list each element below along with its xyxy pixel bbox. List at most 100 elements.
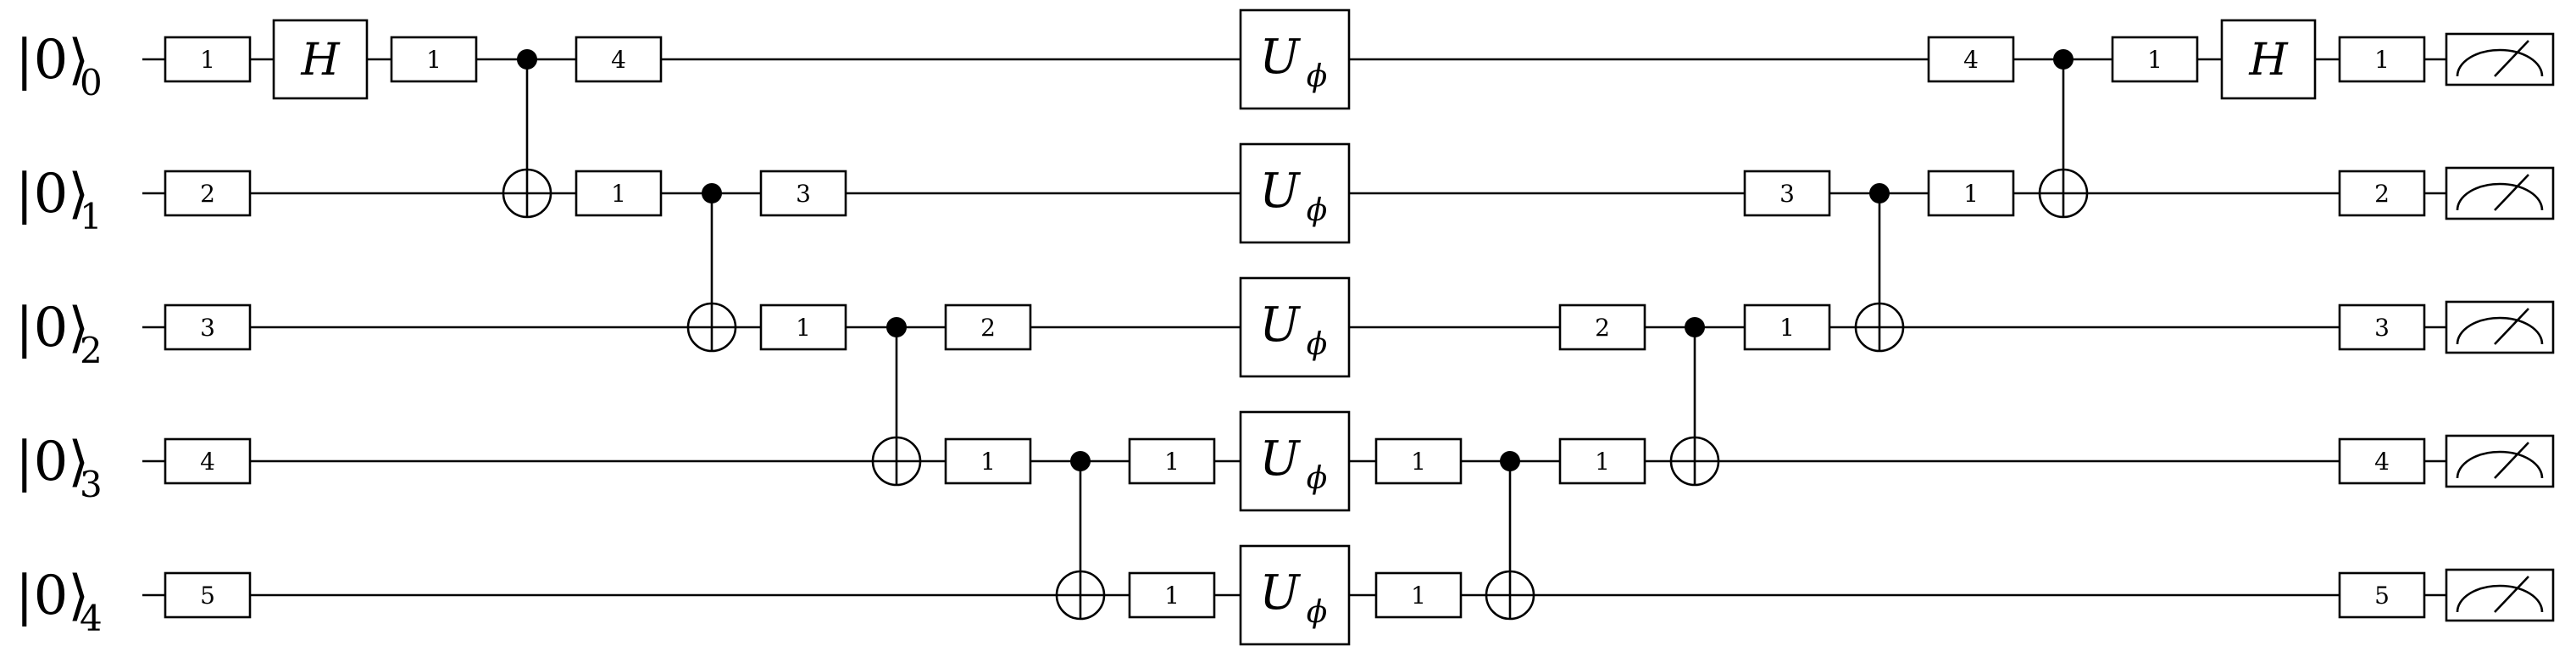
qubit-input-label-4: |0⟩4	[15, 565, 103, 639]
ket-zero: |0⟩	[15, 565, 89, 627]
gate-label: 2	[200, 180, 215, 208]
gate-box	[2338, 36, 2426, 83]
gate-label: 5	[2374, 582, 2390, 610]
meter-box	[2445, 434, 2555, 488]
unitary-label: U	[1259, 432, 1301, 487]
gate-label: 1	[611, 180, 626, 208]
meter-needle	[2494, 442, 2529, 479]
cnot-gate	[2038, 49, 2089, 219]
gate-box	[1743, 304, 1831, 351]
label-gate: 3	[759, 170, 847, 217]
gate-box	[1239, 142, 1351, 244]
ket-index: 1	[80, 196, 103, 237]
gate-box	[1374, 571, 1463, 619]
gate-box	[575, 170, 663, 217]
gate-label: 3	[796, 180, 811, 208]
gate-label: 1	[796, 314, 811, 342]
unitary-label: U	[1259, 565, 1301, 621]
label-gate: 4	[2338, 437, 2426, 485]
measurement-meter-icon	[2445, 434, 2555, 488]
measurement-meter-icon	[2445, 300, 2555, 354]
meter-box	[2445, 32, 2555, 86]
ket-index: 4	[80, 598, 103, 639]
meter-arc	[2456, 584, 2544, 613]
meter-arc	[2456, 48, 2544, 77]
gate-box	[272, 19, 369, 100]
gate-label: 1	[1411, 582, 1426, 610]
cnot-gate	[1854, 183, 1905, 353]
gate-box	[1558, 437, 1646, 485]
gate-box	[1743, 170, 1831, 217]
control-dot	[702, 183, 722, 203]
measurement-meter-icon	[2445, 32, 2555, 86]
ket-index: 3	[80, 464, 103, 505]
gate-label: 4	[2374, 448, 2390, 476]
gate-label: 3	[2374, 314, 2390, 342]
gate-label: 3	[200, 314, 215, 342]
qubit-input-label-2: |0⟩2	[15, 297, 103, 371]
label-gate: 1	[944, 437, 1032, 485]
control-dot	[517, 49, 537, 70]
ket-zero: |0⟩	[15, 431, 89, 493]
unitary-label: U	[1259, 164, 1301, 219]
unitary-subscript: ϕ	[1307, 193, 1328, 228]
meter-box	[2445, 568, 2555, 622]
qubit-input-label-1: |0⟩1	[15, 163, 103, 237]
gate-box	[944, 304, 1032, 351]
gate-box	[1128, 571, 1216, 619]
control-dot	[1070, 451, 1091, 471]
gate-label: 1	[426, 46, 441, 74]
unitary-subscript: ϕ	[1307, 59, 1328, 94]
label-gate: 5	[2338, 571, 2426, 619]
label-gate: 2	[944, 304, 1032, 351]
gate-label: 4	[1963, 46, 1979, 74]
label-gate: 1	[2111, 36, 2199, 83]
label-gate: 1	[1128, 437, 1216, 485]
gate-box	[575, 36, 663, 83]
gate-label: 1	[1595, 448, 1610, 476]
meter-box	[2445, 300, 2555, 354]
ket-index: 2	[80, 330, 103, 371]
gate-box	[1558, 304, 1646, 351]
gate-label: 1	[1164, 582, 1180, 610]
meter-arc	[2456, 182, 2544, 211]
label-gate: 2	[1558, 304, 1646, 351]
cnot-gate	[686, 183, 737, 353]
label-gate: 2	[164, 170, 252, 217]
label-gate: 1	[1558, 437, 1646, 485]
cnot-gate	[871, 317, 922, 487]
hadamard-gate: H	[272, 19, 369, 100]
ket-zero: |0⟩	[15, 29, 89, 92]
label-gate: 1	[1374, 437, 1463, 485]
gate-box	[2111, 36, 2199, 83]
ket-zero: |0⟩	[15, 163, 89, 226]
gate-label: 1	[200, 46, 215, 74]
meter-arc	[2456, 450, 2544, 479]
gate-box	[1128, 437, 1216, 485]
qubit-input-label-0: |0⟩0	[15, 29, 103, 103]
meter-arc	[2456, 316, 2544, 345]
label-gate: 1	[1743, 304, 1831, 351]
label-gate: 3	[2338, 304, 2426, 351]
gate-label: 1	[1963, 180, 1979, 208]
unitary-subscript: ϕ	[1307, 595, 1328, 630]
unitary-subscript: ϕ	[1307, 327, 1328, 362]
control-dot	[2053, 49, 2074, 70]
gate-box	[2338, 304, 2426, 351]
meter-box	[2445, 166, 2555, 220]
gate-label: 1	[2374, 46, 2390, 74]
gate-box	[944, 437, 1032, 485]
control-dot	[1869, 183, 1890, 203]
gate-box	[2338, 437, 2426, 485]
gate-label: 4	[200, 448, 215, 476]
gate-box	[1239, 410, 1351, 512]
gate-box	[390, 36, 478, 83]
label-gate: 1	[759, 304, 847, 351]
cnot-gate	[1669, 317, 1720, 487]
